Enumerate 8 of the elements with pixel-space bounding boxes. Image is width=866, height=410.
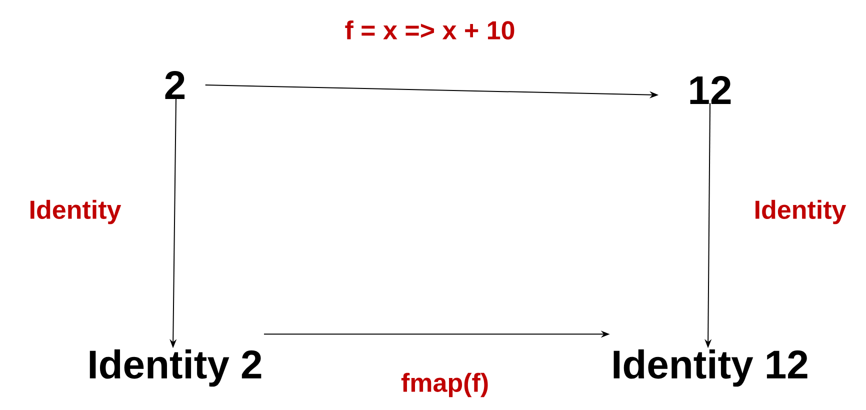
edge-label: fmap(f) [401,372,488,398]
edge-label: Identity [756,200,846,224]
number-label: 2 [165,71,185,99]
number-label: Identity 2 [90,349,262,387]
edge-label: f = x => x + 10 [345,20,514,40]
number-label: 12 [690,76,731,104]
number-label: Identity 12 [614,349,808,387]
edge-label: Identity [30,200,122,224]
